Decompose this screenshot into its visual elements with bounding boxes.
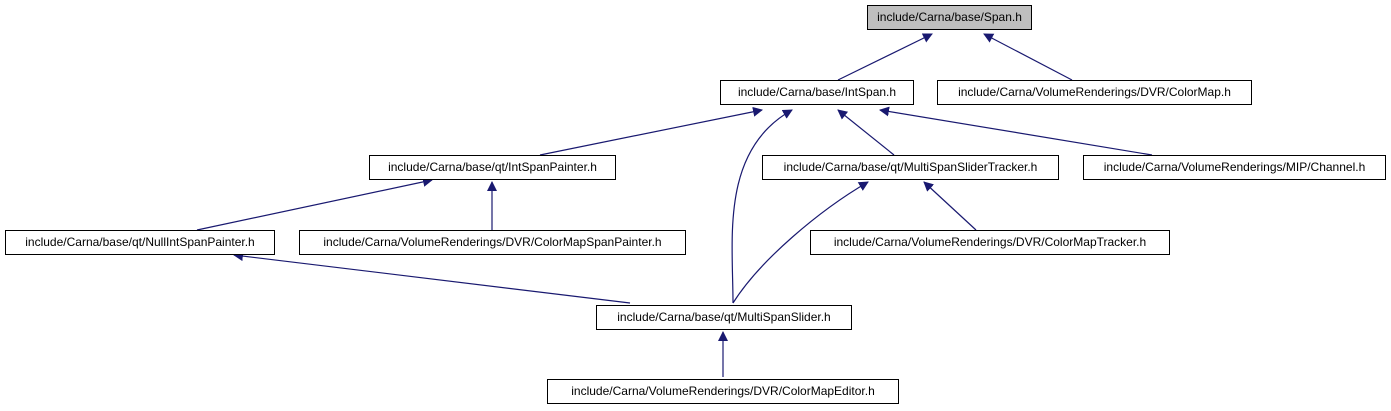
edge-multispanslider-to-tracker [732, 181, 869, 304]
edge-multispanslider-to-intspan [731, 109, 793, 304]
node-multispanslider-h[interactable]: include/Carna/base/qt/MultiSpanSlider.h [596, 305, 852, 330]
edge-colormap-to-span [983, 33, 1073, 81]
edge-multispanslider-to-nullpainter [233, 251, 631, 304]
node-colormapeditor-h[interactable]: include/Carna/VolumeRenderings/DVR/Color… [547, 379, 899, 404]
edge-channel-to-intspan [879, 106, 1153, 156]
node-colormaptracker-h[interactable]: include/Carna/VolumeRenderings/DVR/Color… [810, 230, 1170, 255]
edge-tracker-to-intspan [837, 109, 895, 156]
node-mip-channel-h[interactable]: include/Carna/VolumeRenderings/MIP/Chann… [1083, 155, 1386, 180]
node-intspanpainter-h[interactable]: include/Carna/base/qt/IntSpanPainter.h [369, 155, 616, 180]
edge-nullpainter-to-intspanpainter [196, 176, 433, 231]
edge-intspanpainter-to-intspan [539, 106, 763, 156]
node-multispanslidertracker-h[interactable]: include/Carna/base/qt/MultiSpanSliderTra… [762, 155, 1059, 180]
node-colormapspanpainter-h[interactable]: include/Carna/VolumeRenderings/DVR/Color… [299, 230, 686, 255]
node-span-h[interactable]: include/Carna/base/Span.h [867, 5, 1032, 30]
node-intspan-h[interactable]: include/Carna/base/IntSpan.h [720, 80, 914, 105]
node-nullintspanpainter-h[interactable]: include/Carna/base/qt/NullIntSpanPainter… [5, 230, 275, 255]
edge-colormaptracker-to-tracker [923, 181, 977, 231]
node-colormap-h[interactable]: include/Carna/VolumeRenderings/DVR/Color… [937, 80, 1252, 105]
edge-intspan-to-span [837, 33, 933, 81]
